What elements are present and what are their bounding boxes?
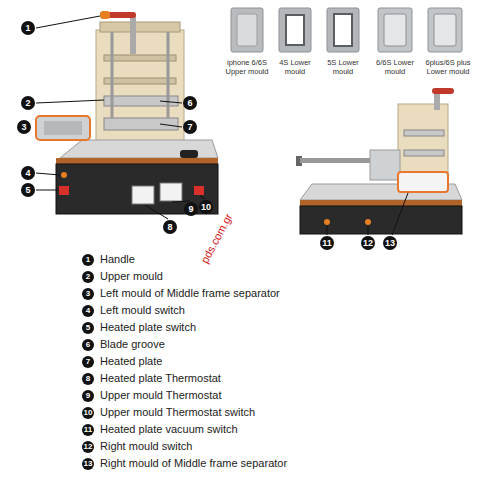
callout-number: 3: [86, 290, 90, 298]
callout-number: 7: [187, 123, 192, 132]
callout-number: 1: [25, 24, 30, 33]
callout-circle: 7: [183, 120, 197, 134]
mould-caption: 5S Lower mould: [321, 58, 365, 76]
callout-number: 8: [86, 375, 90, 383]
leader-lines: [36, 16, 408, 235]
callout-number: 5: [86, 324, 90, 332]
part-name: Left mould of Middle frame separator: [100, 287, 360, 300]
part-name: Heated plate switch: [100, 321, 360, 334]
part-name: Handle: [100, 253, 360, 266]
callout-circle: 1: [21, 21, 35, 35]
part-name: Heated plate Thermostat: [100, 372, 360, 385]
callout-number: 4: [86, 307, 90, 315]
callout-circle: 8: [163, 220, 177, 234]
callout-number: 3: [21, 123, 26, 132]
mould-thumbnails: [231, 8, 462, 52]
callout-number: 6: [86, 341, 90, 349]
callout-number: 12: [84, 443, 93, 451]
mould-caption: 6plus/6S plus Lower mould: [420, 58, 476, 76]
callout-number: 11: [322, 239, 332, 248]
callout-number: 2: [25, 99, 30, 108]
callout-number: 13: [385, 239, 395, 248]
callout-circle: 13: [383, 236, 397, 250]
callout-circle: 2: [82, 271, 94, 283]
callout-number: 8: [167, 223, 172, 232]
callout-circle: 13: [82, 458, 94, 470]
callout-number: 11: [84, 426, 92, 434]
callout-circle: 8: [82, 373, 94, 385]
part-name: Heated plate: [100, 355, 360, 368]
callout-circle: 2: [21, 96, 35, 110]
callout-circle: 11: [320, 236, 334, 250]
callout-number: 2: [86, 273, 90, 281]
callout-number: 13: [84, 460, 93, 468]
callout-number: 9: [188, 205, 193, 214]
part-name: Right mould switch: [100, 440, 360, 453]
callout-circle: 3: [17, 120, 31, 134]
callout-number: 4: [25, 169, 30, 178]
callout-number: 10: [201, 203, 211, 212]
mould-caption: iphone 6/6S Upper mould: [222, 58, 272, 76]
callout-circle: 6: [183, 96, 197, 110]
callout-circle: 12: [361, 236, 375, 250]
callout-circle: 10: [199, 200, 213, 214]
callout-number: 7: [86, 358, 90, 366]
mould-caption: 4S Lower mould: [273, 58, 317, 76]
callout-circle: 3: [82, 288, 94, 300]
part-name: Right mould of Middle frame separator: [100, 457, 360, 470]
callout-number: 10: [84, 409, 93, 417]
part-name: Heated plate vacuum switch: [100, 423, 360, 436]
callout-circle: 9: [184, 202, 198, 216]
part-name: Blade groove: [100, 338, 360, 351]
callout-circle: 10: [82, 407, 94, 419]
mould-caption: 6/6S Lower mould: [370, 58, 420, 76]
callout-number: 6: [187, 99, 192, 108]
callout-number: 12: [363, 239, 373, 248]
callout-circle: 5: [82, 322, 94, 334]
callout-circle: 11: [82, 424, 94, 436]
callout-circle: 6: [82, 339, 94, 351]
part-name: Upper mould: [100, 270, 360, 283]
part-name: Left mould switch: [100, 304, 360, 317]
left-machine: [36, 11, 218, 214]
callout-number: 5: [25, 186, 30, 195]
callout-circle: 1: [82, 254, 94, 266]
callout-circle: 9: [82, 390, 94, 402]
callout-circle: 5: [21, 183, 35, 197]
callout-circle: 7: [82, 356, 94, 368]
callout-number: 9: [86, 392, 90, 400]
callout-circle: 4: [21, 166, 35, 180]
callout-circle: 4: [82, 305, 94, 317]
watermark: pds.com.gr: [195, 205, 240, 273]
part-name: Upper mould Thermostat switch: [100, 406, 360, 419]
callout-circle: 12: [82, 441, 94, 453]
right-machine: [296, 88, 462, 234]
callout-number: 1: [86, 256, 90, 264]
part-name: Upper mould Thermostat: [100, 389, 360, 402]
